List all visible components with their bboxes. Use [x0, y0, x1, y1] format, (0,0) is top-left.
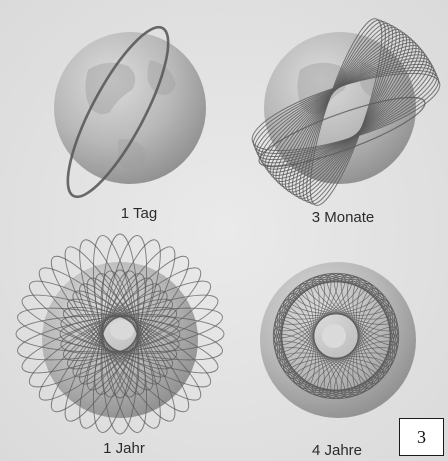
caption-4-jahre: 4 Jahre [312, 442, 362, 459]
page-number: 3 [417, 427, 426, 448]
orbit-center-hole-3 [110, 320, 134, 340]
caption-1-jahr: 1 Jahr [103, 440, 145, 457]
earth-globe-1 [54, 32, 206, 184]
page-number-box: 3 [399, 418, 444, 456]
panel-4-jahre [260, 262, 416, 418]
earth-globe-3 [42, 262, 198, 418]
caption-1-tag: 1 Tag [121, 205, 157, 222]
caption-3-monate: 3 Monate [312, 209, 375, 226]
orbit-center-hole-4 [322, 324, 346, 348]
